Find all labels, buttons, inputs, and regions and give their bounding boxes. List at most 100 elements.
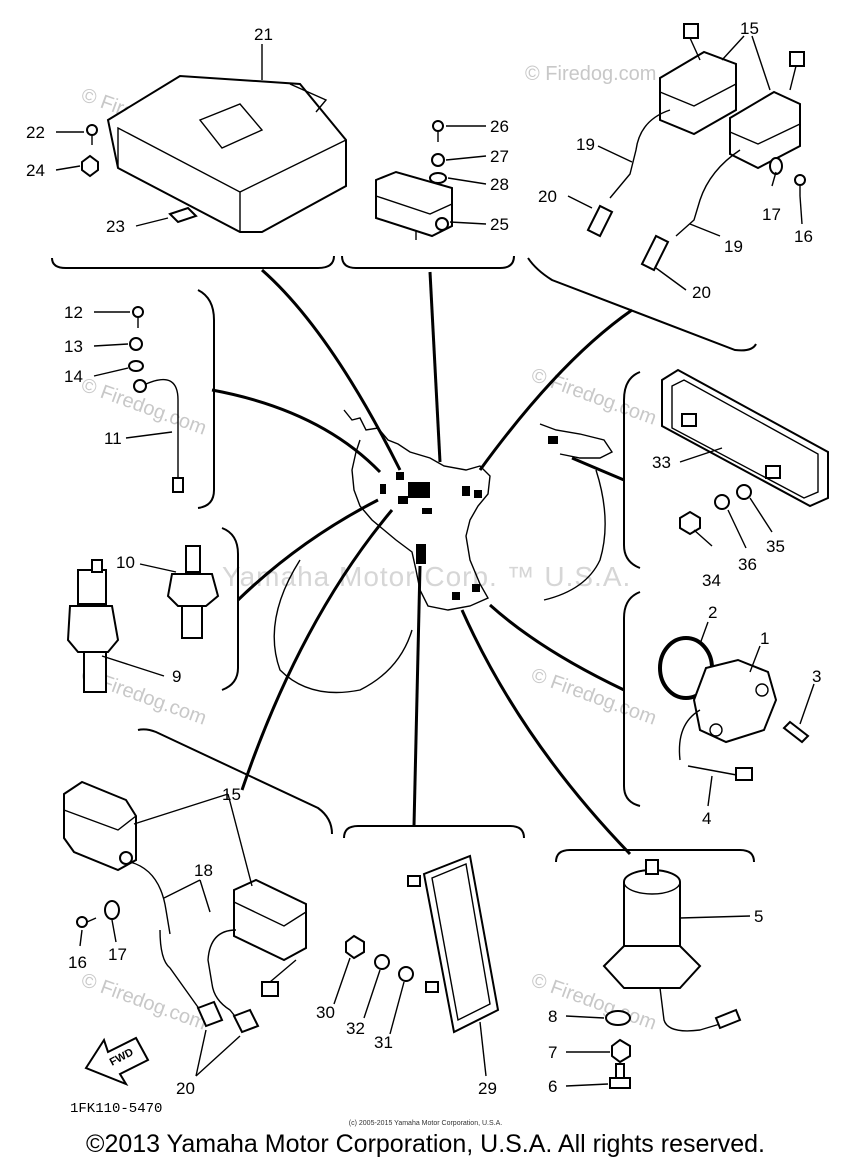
switch-10 xyxy=(166,545,220,639)
callout-27: 27 xyxy=(490,147,509,166)
forward-arrow: FWD xyxy=(84,1036,150,1087)
washer-31 xyxy=(398,966,414,982)
leader-lines xyxy=(211,268,633,856)
callout-30: 30 xyxy=(316,1003,335,1022)
plug-cap-20a xyxy=(586,204,614,238)
callout-5: 5 xyxy=(754,907,763,926)
position-marker xyxy=(380,484,386,494)
washer-36 xyxy=(714,494,730,510)
callouts: 21 22 24 23 26 27 28 25 15 19 20 17 16 1… xyxy=(26,19,821,1098)
ignition-coil-top-1 xyxy=(609,23,737,199)
watermark-firedog: © Firedog.com xyxy=(525,63,656,85)
position-marker xyxy=(396,472,404,480)
position-marker xyxy=(474,490,482,498)
ignition-coil-bottom-2 xyxy=(207,878,307,997)
callout-14: 14 xyxy=(64,367,83,386)
callout-18: 18 xyxy=(194,861,213,880)
callout-25: 25 xyxy=(490,215,509,234)
callout-17-top: 17 xyxy=(762,205,781,224)
washer-28 xyxy=(429,172,447,184)
callout-17-bottom: 17 xyxy=(108,945,127,964)
callout-24: 24 xyxy=(26,161,45,180)
group-brackets xyxy=(51,255,757,863)
callout-8: 8 xyxy=(548,1007,557,1026)
rectifier-regulator xyxy=(375,170,453,240)
position-marker xyxy=(472,584,480,592)
bolt-6 xyxy=(609,1063,631,1089)
callout-23: 23 xyxy=(106,217,125,236)
washer-17-top xyxy=(769,157,783,175)
copyright-notice: ©2013 Yamaha Motor Corporation, U.S.A. A… xyxy=(86,1130,765,1158)
callout-lines xyxy=(55,35,815,1087)
callout-36: 36 xyxy=(738,555,757,574)
position-marker xyxy=(452,592,460,600)
position-marker xyxy=(398,496,408,504)
callout-28: 28 xyxy=(490,175,509,194)
callout-33: 33 xyxy=(652,453,671,472)
small-copyright: (c) 2005-2015 Yamaha Motor Corporation, … xyxy=(348,1120,503,1127)
drawing-number: 1FK110-5470 xyxy=(70,1101,163,1117)
callout-35: 35 xyxy=(766,537,785,556)
washer-32 xyxy=(374,954,390,970)
washer-27 xyxy=(431,153,445,167)
callout-2: 2 xyxy=(708,603,717,622)
watermark-firedog: © Firedog.com xyxy=(78,969,209,1035)
callout-21: 21 xyxy=(254,25,273,44)
callout-7: 7 xyxy=(548,1043,557,1062)
position-marker xyxy=(462,486,470,496)
plate-23 xyxy=(168,206,198,224)
washer-8 xyxy=(605,1010,631,1026)
sensor-1 xyxy=(678,658,778,761)
callout-9: 9 xyxy=(172,667,181,686)
plug-cap-20c xyxy=(196,1000,260,1034)
vehicle-outline xyxy=(273,409,614,694)
washer-17-bottom xyxy=(104,900,120,920)
position-marker xyxy=(422,508,432,514)
nut-34 xyxy=(679,510,701,536)
watermark-yamaha: Yamaha Motor Corp. ™ U.S.A. xyxy=(222,561,631,592)
screw-3 xyxy=(782,720,810,744)
bolt-16-bottom xyxy=(76,916,97,928)
callout-20-bottom: 20 xyxy=(176,1079,195,1098)
watermark-firedog: © Firedog.com xyxy=(528,364,659,430)
ecu-unit xyxy=(106,74,347,233)
ecu-position-marker xyxy=(408,482,430,498)
nut-30 xyxy=(345,934,365,960)
callout-10: 10 xyxy=(116,553,135,572)
ground-lead xyxy=(128,306,184,493)
callout-22: 22 xyxy=(26,123,45,142)
callout-20-top: 20 xyxy=(538,187,557,206)
callout-11: 11 xyxy=(104,429,122,448)
bolt-16-top xyxy=(794,174,806,196)
lead-4 xyxy=(687,765,753,781)
switch-9 xyxy=(66,559,120,693)
callout-26: 26 xyxy=(490,117,509,136)
washer-35 xyxy=(736,484,752,500)
nut-24 xyxy=(81,154,99,178)
callout-1: 1 xyxy=(760,629,769,648)
callout-6: 6 xyxy=(548,1077,557,1096)
pump-5 xyxy=(602,859,742,1032)
callout-19-mid: 19 xyxy=(724,237,743,256)
position-marker xyxy=(416,544,426,564)
callout-13: 13 xyxy=(64,337,83,356)
screw-22 xyxy=(86,124,98,145)
callout-19-top: 19 xyxy=(576,135,595,154)
callout-34: 34 xyxy=(702,571,721,590)
watermarks: © Firedog.com © Firedog.com © Firedog.co… xyxy=(78,63,659,1035)
callout-4: 4 xyxy=(702,809,711,828)
callout-32: 32 xyxy=(346,1019,365,1038)
callout-16-bottom: 16 xyxy=(68,953,87,972)
callout-16-top: 16 xyxy=(794,227,813,246)
ignition-coil-bottom-1 xyxy=(63,780,171,935)
wire-18 xyxy=(159,929,239,1021)
ignition-coil-top-2 xyxy=(675,51,805,237)
callout-15-bottom: 15 xyxy=(222,785,241,804)
reflector-29 xyxy=(407,854,500,1034)
bolt-26 xyxy=(432,120,444,142)
reflector-33 xyxy=(661,368,829,508)
callout-12: 12 xyxy=(64,303,83,322)
position-marker xyxy=(548,436,558,444)
callout-3: 3 xyxy=(812,667,821,686)
